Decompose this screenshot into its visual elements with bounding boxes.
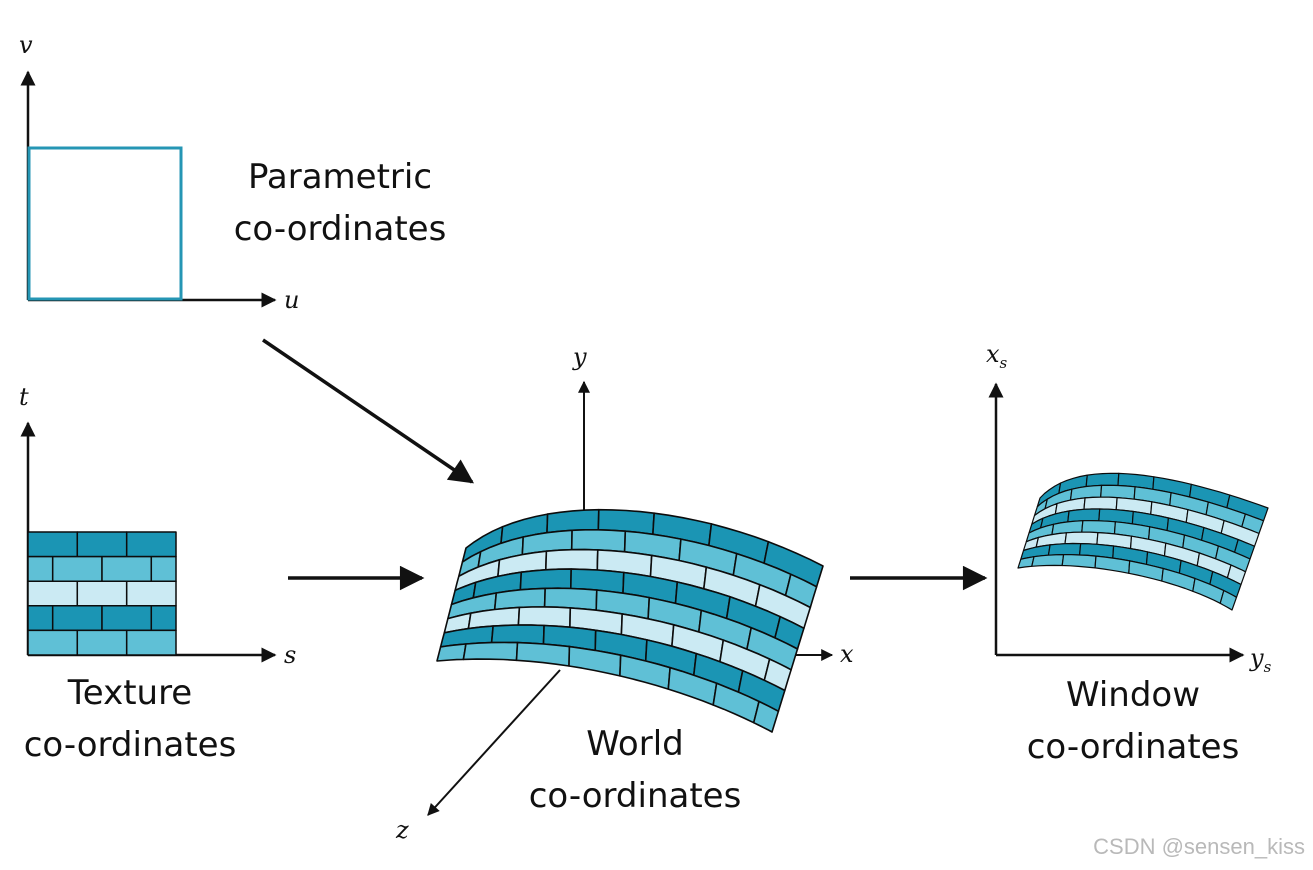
brick (76, 629, 128, 656)
parametric-label-line1: Parametric (247, 157, 433, 197)
texture-label-line1: Texture (67, 673, 193, 713)
brick (27, 580, 79, 607)
mapping-arrows (262, 338, 988, 591)
watermark: CSDN @sensen_kiss (1093, 834, 1305, 859)
brick (27, 629, 79, 656)
brick (51, 605, 103, 632)
brick (519, 568, 573, 591)
texture-label-line2: co-ordinates (23, 725, 237, 765)
axis-label-t: t (19, 383, 29, 411)
axis-label-x: x (840, 640, 854, 668)
brick (517, 606, 572, 629)
brick (462, 641, 519, 662)
brick (570, 528, 627, 553)
brick (76, 531, 128, 558)
world-label-line1: World (586, 724, 684, 764)
brick (490, 624, 545, 645)
window-label: Window co-ordinates (1013, 669, 1253, 773)
brick (125, 580, 177, 607)
parametric-label-line2: co-ordinates (233, 209, 447, 249)
axis-label-ys-main: y (1250, 644, 1264, 672)
brick (544, 548, 599, 571)
brick (125, 629, 177, 656)
brick (1061, 553, 1097, 569)
axis-label-xs-main: x (986, 340, 1000, 368)
axis-label-v: v (19, 31, 33, 59)
brick (101, 605, 153, 632)
window-projected-surface (1017, 472, 1269, 611)
parametric-unit-square (27, 146, 183, 301)
brick (1064, 531, 1099, 545)
brick (1047, 542, 1082, 556)
brick (1083, 496, 1118, 511)
texture-label: Texture co-ordinates (10, 667, 250, 771)
brick (150, 555, 177, 582)
parametric-to-world-arrow (262, 338, 475, 484)
brick (76, 580, 128, 607)
brick (752, 700, 780, 733)
brick (1219, 589, 1238, 611)
brick (27, 605, 54, 632)
axis-label-xs: xs (986, 342, 1007, 371)
window-label-line1: Window (1065, 675, 1201, 715)
brick (1067, 508, 1101, 523)
brick (27, 531, 79, 558)
brick (101, 555, 153, 582)
world-label-line2: co-ordinates (528, 776, 742, 816)
axis-label-xs-sub: s (999, 353, 1008, 372)
brick (51, 555, 103, 582)
axis-label-ys: ys (1250, 646, 1271, 675)
parametric-label: Parametric co-ordinates (215, 151, 465, 255)
brick (515, 641, 571, 667)
axis-label-s: s (284, 641, 297, 669)
brick (125, 531, 177, 558)
world-label: World co-ordinates (515, 718, 755, 822)
axis-label-z: z (396, 816, 409, 844)
axis-label-ys-sub: s (1263, 657, 1272, 676)
texture-brick-image (27, 531, 177, 656)
brick (150, 605, 177, 632)
brick (1031, 553, 1065, 567)
window-label-line2: co-ordinates (1026, 727, 1240, 767)
brick (436, 643, 467, 662)
brick (27, 555, 54, 582)
window-axes (988, 382, 1245, 663)
brick (1085, 472, 1120, 488)
axis-label-u: u (284, 286, 300, 314)
axis-label-y: y (573, 343, 587, 371)
world-curved-surface (436, 508, 824, 733)
